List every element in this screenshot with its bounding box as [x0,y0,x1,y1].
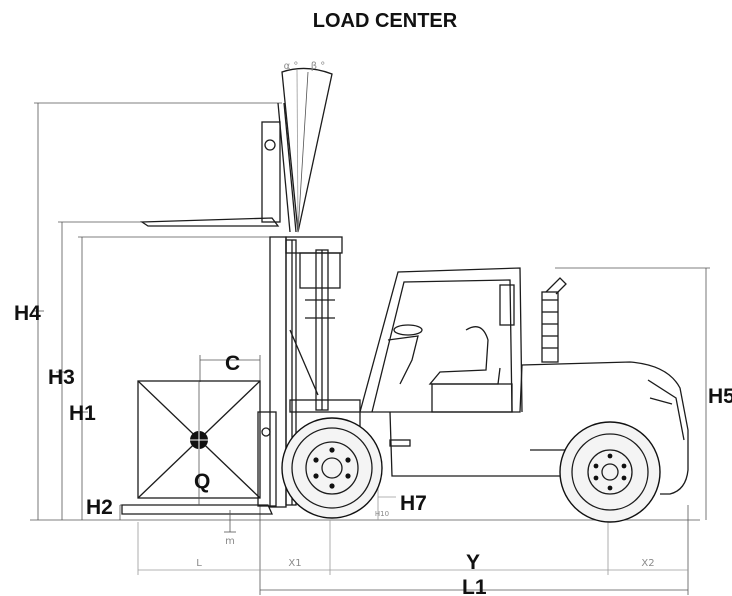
alpha-angle-label: α ° [284,61,299,72]
lifted-carriage [139,102,297,233]
tilt-angle-indicator [281,67,333,233]
mast [269,236,361,508]
l-dimension-label: L [196,558,202,569]
load-box [137,380,261,505]
h10-dimension-label: H10 [375,510,389,518]
l1-label: L1 [462,576,487,596]
c-label: C [225,352,240,375]
h1-label: H1 [69,402,96,425]
x2-dimension-label: X2 [641,558,654,569]
q-label: Q [194,470,210,493]
diagram-title: LOAD CENTER [313,10,458,32]
h2-label: H2 [86,496,113,519]
beta-angle-label: β ° [311,61,326,72]
lower-carriage [121,411,277,533]
truck-body [359,267,689,495]
h3-label: H3 [48,366,75,389]
front-wheel [281,417,383,519]
h4-label: H4 [14,302,41,325]
y-label: Y [466,551,480,574]
h5-label: H5 [708,385,732,408]
rear-wheel [559,421,661,523]
m-dimension-label: m [225,536,235,547]
h7-label: H7 [400,492,427,515]
x1-dimension-label: X1 [288,558,301,569]
